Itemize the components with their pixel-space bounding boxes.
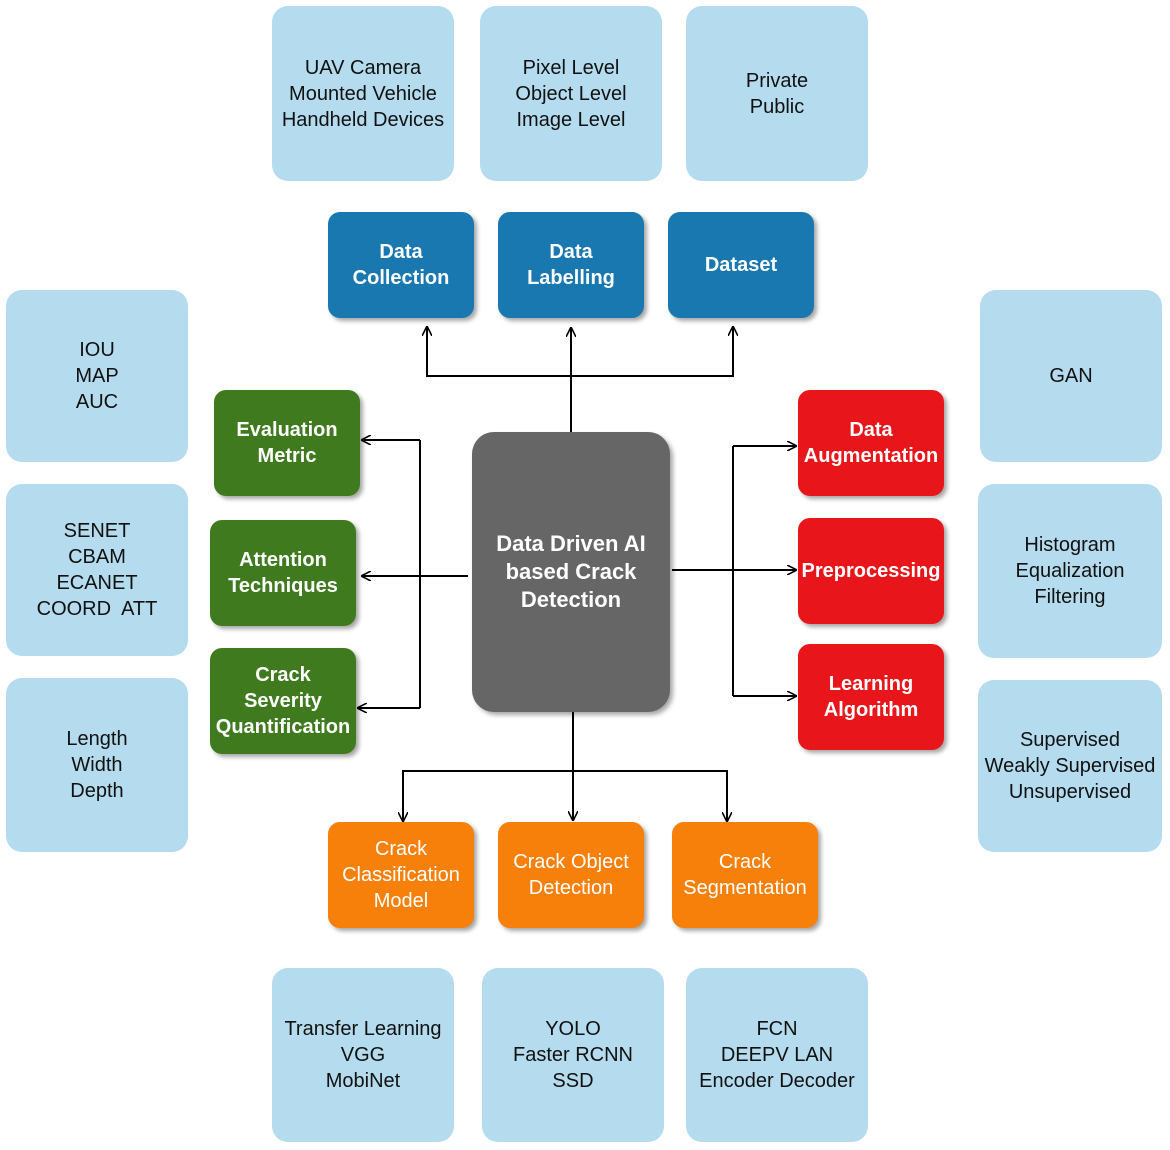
evaluation-metric-node: Evaluation Metric — [214, 390, 360, 496]
preprocessing-details: Histogram Equalization Filtering — [978, 484, 1162, 658]
connector-bottom-bar — [402, 770, 728, 820]
detail-line: IOU — [79, 339, 115, 361]
detail-line: Weakly Supervised — [984, 755, 1156, 777]
detail-line: DEEPV LAN — [720, 1044, 834, 1066]
detail-line: UAV Camera — [304, 56, 422, 79]
detail-line: COORD ATT — [36, 598, 158, 620]
detail-line: Histogram — [1024, 534, 1116, 556]
learning-algorithm-node: Learning Algorithm — [798, 644, 944, 750]
crack-object-detection-details: YOLO Faster RCNN SSD — [482, 968, 664, 1142]
detail-line: Width — [71, 754, 123, 776]
detail-line: ECANET — [56, 572, 138, 594]
learning-algorithm-details: Supervised Weakly Supervised Unsupervise… — [978, 680, 1162, 852]
detail-line: Supervised — [1019, 729, 1121, 751]
node-label: Data Labelling — [527, 241, 615, 289]
data-collection-details: UAV Camera Mounted Vehicle Handheld Devi… — [272, 6, 454, 181]
detail-line: CBAM — [68, 546, 126, 568]
node-label: Learning Algorithm — [823, 673, 919, 721]
connector-top-bar — [426, 328, 734, 377]
node-label: Attention Techniques — [228, 549, 338, 597]
crack-detection-center: Data Driven AI based Crack Detection — [472, 432, 670, 712]
attention-techniques-node: Attention Techniques — [210, 520, 356, 626]
detail-line: Unsupervised — [1008, 781, 1132, 803]
detail-line: AUC — [75, 391, 119, 413]
crack-severity-node: Crack Severity Quantification — [210, 648, 356, 754]
detail-line: YOLO — [545, 1018, 601, 1040]
detail-line: Faster RCNN — [512, 1044, 633, 1066]
node-label: Crack Segmentation — [683, 851, 807, 899]
detail-line: Encoder Decoder — [699, 1070, 855, 1092]
crack-classification-node: Crack Classification Model — [328, 822, 474, 928]
crack-segmentation-details: FCN DEEPV LAN Encoder Decoder — [686, 968, 868, 1142]
center-label: Data Driven AI based Crack Detection — [496, 531, 646, 612]
data-augmentation-details: GAN — [980, 290, 1162, 462]
detail-line: MobiNet — [325, 1070, 401, 1092]
detail-line: SENET — [63, 520, 131, 542]
detail-line: Handheld Devices — [281, 108, 445, 131]
data-labelling-node: Data Labelling — [498, 212, 644, 318]
crack-severity-details: Length Width Depth — [6, 678, 188, 852]
node-label: Preprocessing — [801, 560, 941, 582]
detail-line: Length — [66, 728, 128, 750]
detail-line: MAP — [75, 365, 119, 387]
detail-line: FCN — [756, 1018, 798, 1040]
detail-line: GAN — [1049, 365, 1093, 387]
data-labelling-details: Pixel Level Object Level Image Level — [480, 6, 662, 181]
dataset-node: Dataset — [668, 212, 814, 318]
detail-line: VGG — [340, 1044, 386, 1066]
dataset-details: Private Public — [686, 6, 868, 181]
detail-line: Public — [749, 95, 805, 118]
detail-line: Object Level — [515, 82, 627, 105]
detail-line: Filtering — [1034, 586, 1106, 608]
detail-line: SSD — [552, 1070, 594, 1092]
crack-object-detection-node: Crack Object Detection — [498, 822, 644, 928]
detail-line: Image Level — [516, 108, 626, 131]
node-label: Data Collection — [352, 241, 450, 289]
detail-line: Equalization — [1015, 560, 1125, 582]
preprocessing-node: Preprocessing — [798, 518, 944, 624]
detail-line: Mounted Vehicle — [289, 82, 437, 105]
detail-line: Private — [745, 69, 809, 92]
data-collection-node: Data Collection — [328, 212, 474, 318]
node-label: Crack Classification Model — [342, 838, 460, 912]
node-label: Crack Object Detection — [513, 851, 629, 899]
detail-line: Pixel Level — [522, 56, 620, 79]
node-label: Dataset — [704, 254, 778, 276]
detail-line: Transfer Learning — [284, 1018, 442, 1040]
evaluation-metric-details: IOU MAP AUC — [6, 290, 188, 462]
data-augmentation-node: Data Augmentation — [798, 390, 944, 496]
detail-line: Depth — [70, 780, 124, 802]
node-label: Crack Severity Quantification — [215, 664, 351, 738]
node-label: Data Augmentation — [803, 419, 939, 467]
attention-techniques-details: SENET CBAM ECANET COORD ATT — [6, 484, 188, 656]
crack-classification-details: Transfer Learning VGG MobiNet — [272, 968, 454, 1142]
crack-segmentation-node: Crack Segmentation — [672, 822, 818, 928]
node-label: Evaluation Metric — [236, 419, 338, 467]
